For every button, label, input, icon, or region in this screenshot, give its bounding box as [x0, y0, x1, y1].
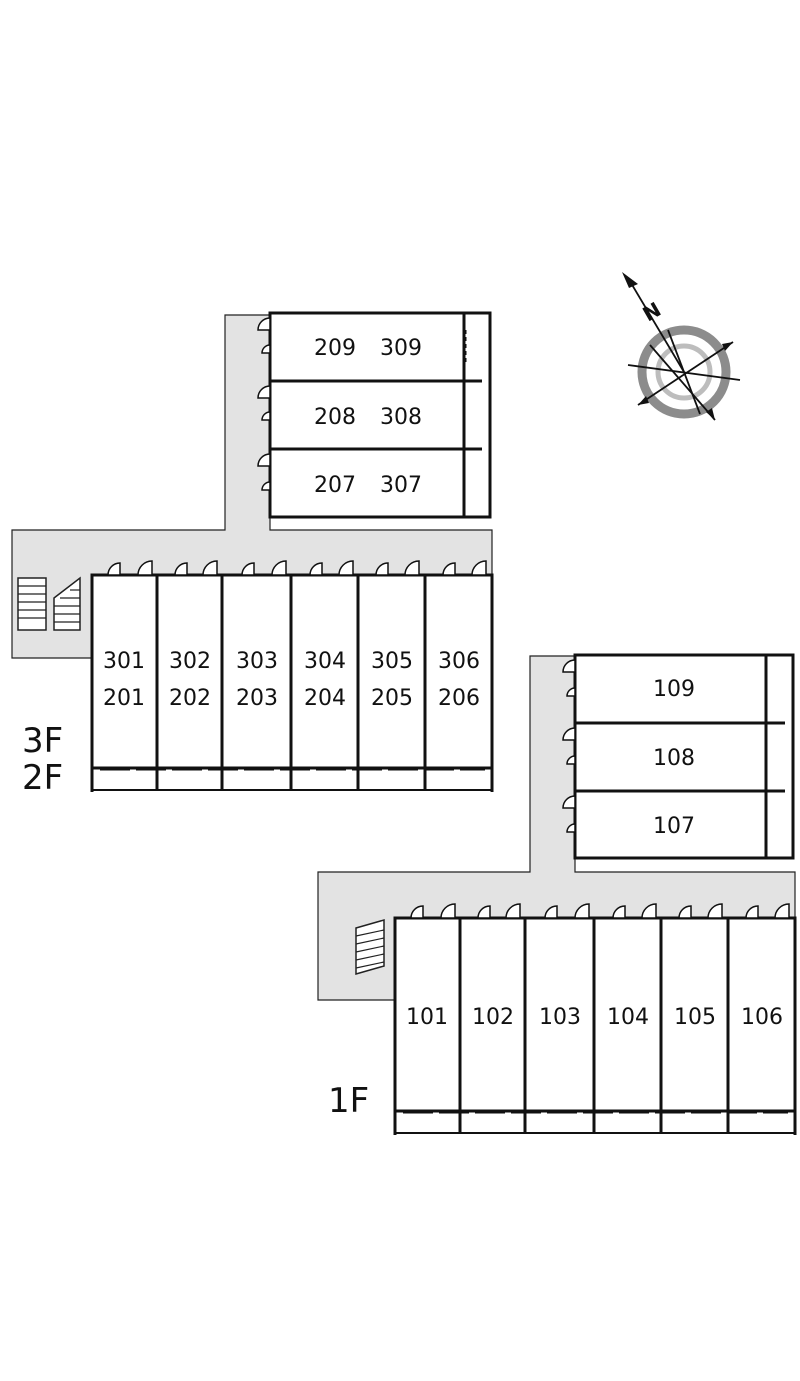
unit-north-3: 107	[653, 814, 695, 839]
unit-row-1: 301 201	[103, 649, 145, 711]
unit-label: 103	[539, 1005, 581, 1030]
unit-north-2: 108	[653, 746, 695, 771]
unit-label: 101	[406, 1005, 448, 1030]
unit-label: 105	[674, 1005, 716, 1030]
unit-label: 207	[314, 473, 356, 498]
door-icons	[257, 317, 271, 491]
unit-row-2: 302 202	[169, 649, 211, 711]
unit-row-5: 305 205	[371, 649, 413, 711]
upper-staircase	[17, 576, 81, 631]
floor-label-2f: 2F	[22, 758, 63, 798]
unit-label: 304	[304, 649, 346, 674]
upper-row-units: 301 201 302 202 303 203 304 204 305 205 …	[90, 560, 494, 792]
unit-label: 109	[653, 677, 695, 702]
door-icons	[410, 903, 790, 919]
unit-label: 106	[741, 1005, 783, 1030]
lower-north-units: 109 108 107	[562, 653, 795, 860]
unit-label: 309	[380, 336, 422, 361]
upper-block: 209 309 208 308 207 307	[11, 311, 494, 798]
upper-north-units: 209 309 208 308 207 307	[257, 311, 492, 519]
floor-label-3f: 3F	[22, 721, 63, 761]
unit-north-1: 209 309	[314, 336, 422, 361]
floor-label-1f: 1F	[328, 1081, 369, 1121]
unit-label: 203	[236, 686, 278, 711]
unit-label: 201	[103, 686, 145, 711]
unit-row-3: 303 203	[236, 649, 278, 711]
unit-label: 108	[653, 746, 695, 771]
unit-label: 302	[169, 649, 211, 674]
unit-label: 104	[607, 1005, 649, 1030]
unit-label: 306	[438, 649, 480, 674]
lower-staircase	[355, 919, 385, 975]
unit-label: 209	[314, 336, 356, 361]
unit-label: 305	[371, 649, 413, 674]
unit-north-3: 207 307	[314, 473, 422, 498]
unit-label: 205	[371, 686, 413, 711]
unit-row-6: 306 206	[438, 649, 480, 711]
unit-row-4: 304 204	[304, 649, 346, 711]
lower-block: 109 108 107	[317, 653, 797, 1135]
unit-label: 107	[653, 814, 695, 839]
unit-label: 303	[236, 649, 278, 674]
door-icons	[107, 560, 487, 576]
unit-label: 204	[304, 686, 346, 711]
unit-label: 301	[103, 649, 145, 674]
door-icons	[562, 659, 576, 833]
unit-label: 202	[169, 686, 211, 711]
unit-label: 102	[472, 1005, 514, 1030]
unit-north-2: 208 308	[314, 405, 422, 430]
unit-label: 206	[438, 686, 480, 711]
lower-row-units: 101 102 103 104 105 106	[393, 903, 797, 1135]
compass-icon: N	[622, 272, 741, 421]
unit-north-1: 109	[653, 677, 695, 702]
unit-label: 307	[380, 473, 422, 498]
unit-label: 308	[380, 405, 422, 430]
unit-label: 208	[314, 405, 356, 430]
